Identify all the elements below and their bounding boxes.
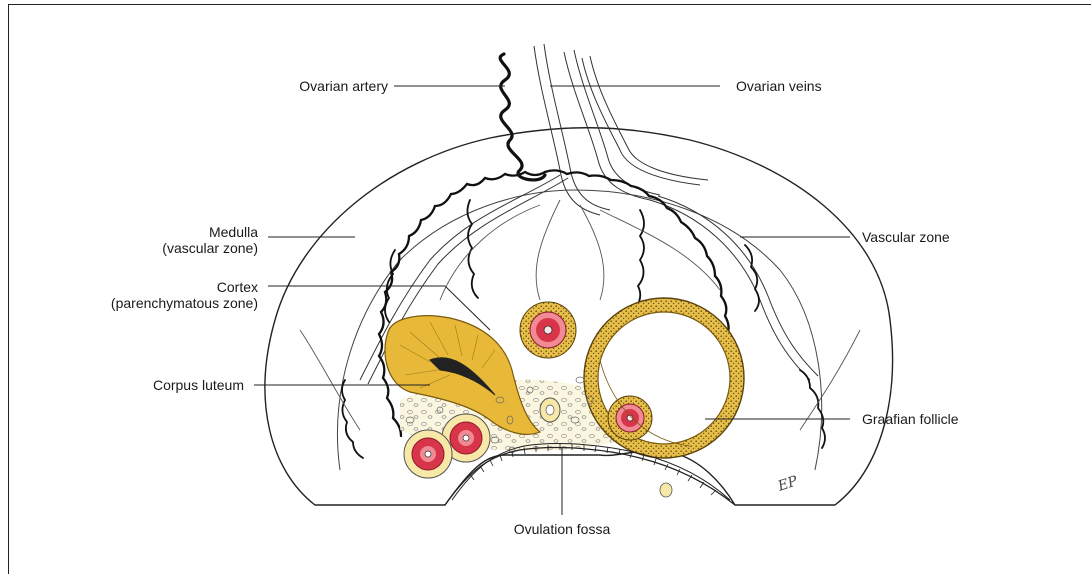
label-graafian-follicle: Graafian follicle	[862, 411, 959, 427]
graafian-follicle	[584, 298, 744, 458]
label-medulla-subtitle: (vascular zone)	[108, 240, 258, 256]
label-ovulation-fossa: Ovulation fossa	[482, 521, 642, 537]
secondary-follicle-top	[520, 302, 576, 358]
label-ovarian-artery: Ovarian artery	[238, 78, 388, 94]
label-cortex-subtitle: (parenchymatous zone)	[58, 295, 258, 311]
label-corpus-luteum: Corpus luteum	[94, 377, 244, 393]
small-follicle-lower-right	[660, 483, 672, 497]
label-cortex-title: Cortex	[58, 279, 258, 295]
label-cortex: Cortex (parenchymatous zone)	[58, 279, 258, 311]
label-medulla: Medulla (vascular zone)	[108, 224, 258, 256]
label-vascular-zone: Vascular zone	[862, 229, 950, 245]
label-medulla-title: Medulla	[108, 224, 258, 240]
label-ovarian-veins: Ovarian veins	[736, 78, 822, 94]
